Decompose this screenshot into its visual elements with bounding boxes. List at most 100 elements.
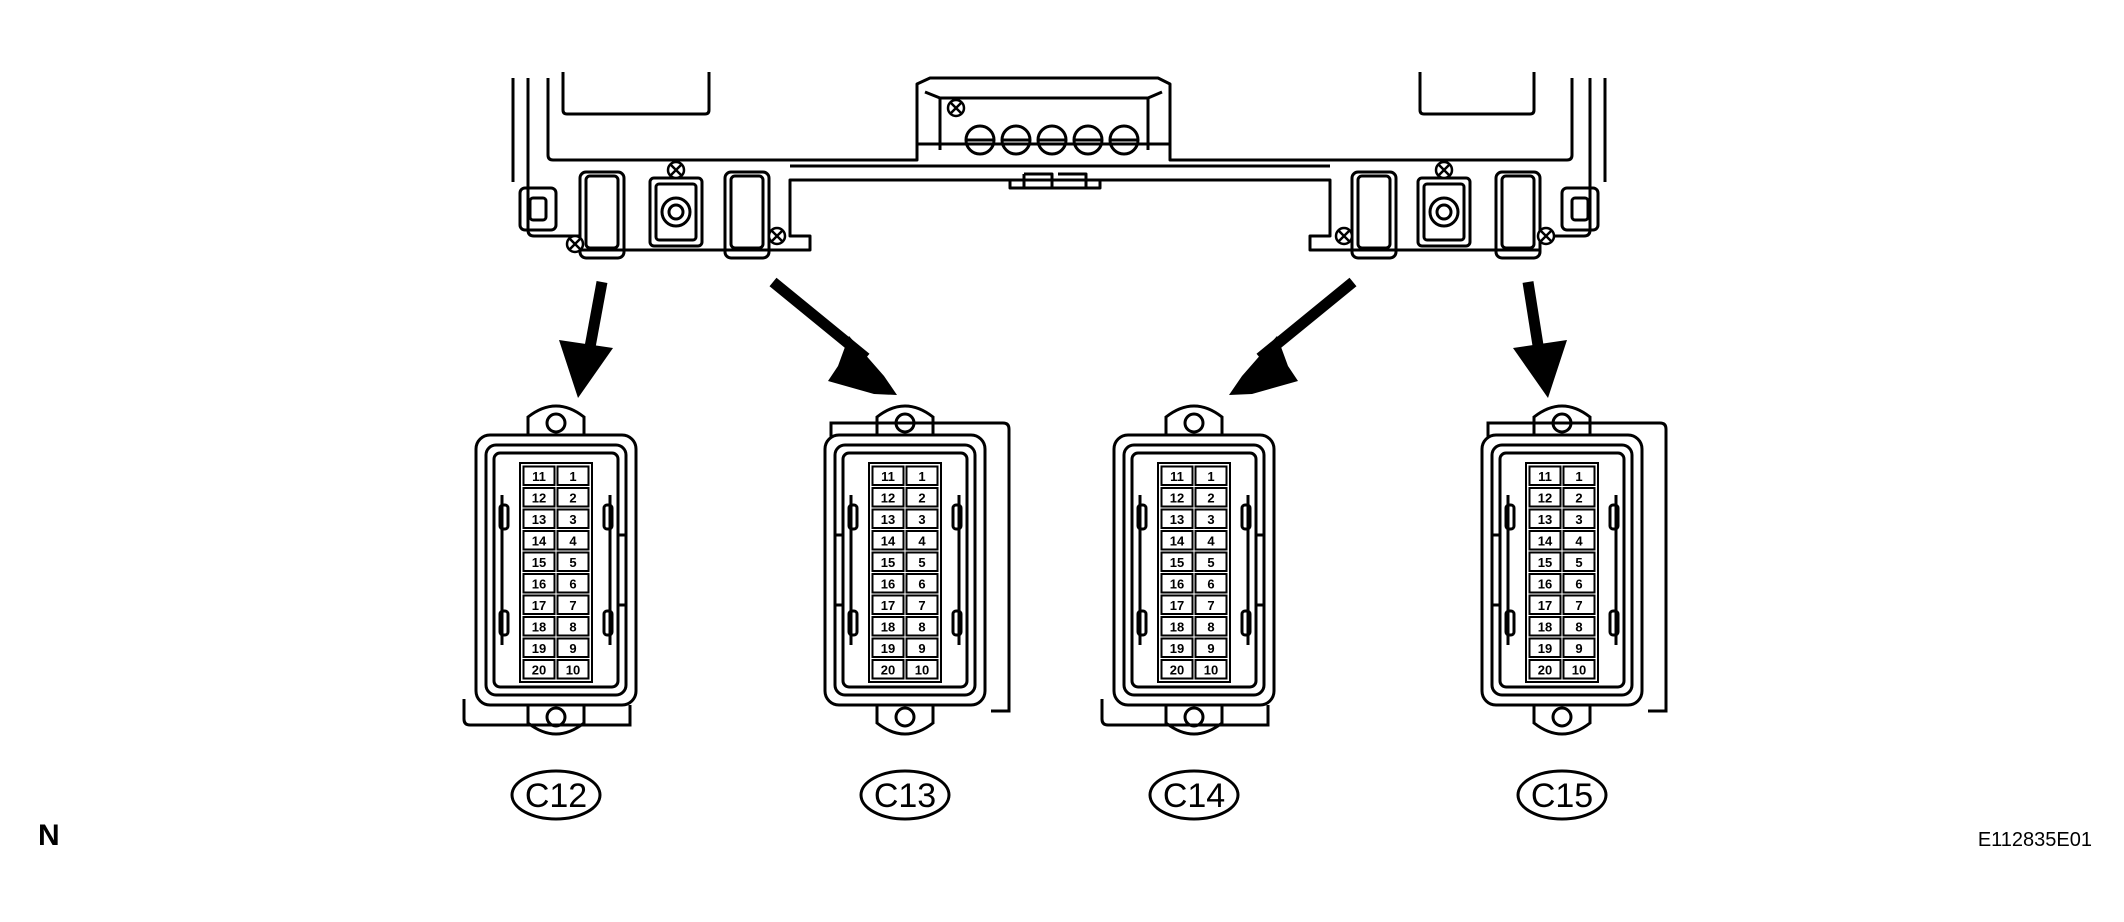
pin-number: 1: [1575, 469, 1582, 484]
screw-icon: [767, 226, 787, 246]
pin-number: 13: [532, 512, 546, 527]
pin-number: 16: [1538, 576, 1552, 591]
pin-number: 5: [569, 555, 576, 570]
pin-number: 16: [1170, 576, 1184, 591]
pin-number: 5: [1575, 555, 1582, 570]
pin-number: 10: [1204, 662, 1218, 677]
screw-icon: [666, 160, 686, 180]
pin-number: 4: [1575, 533, 1583, 548]
pin-number: 11: [881, 469, 895, 484]
pin-number: 19: [1538, 641, 1552, 656]
pin-number: 4: [569, 533, 577, 548]
pin-number: 3: [918, 512, 925, 527]
pin-number: 3: [1207, 512, 1214, 527]
pin-number: 1: [1207, 469, 1214, 484]
pin-number: 15: [1170, 555, 1184, 570]
pin-number: 19: [532, 641, 546, 656]
pin-number: 15: [881, 555, 895, 570]
pin-number: 20: [881, 662, 895, 677]
pin-number: 18: [1170, 619, 1184, 634]
screw-icon: [1434, 160, 1454, 180]
pin-number: 7: [569, 598, 576, 613]
pin-number: 8: [918, 619, 925, 634]
connector-label: C12: [510, 769, 602, 821]
pin-number: 7: [918, 598, 925, 613]
pin-number: 12: [532, 490, 546, 505]
screw-icon: [1536, 226, 1556, 246]
pin-number: 17: [1538, 598, 1552, 613]
figure-id: E112835E01: [1978, 829, 2092, 851]
pin-number: 16: [881, 576, 895, 591]
pin-number: 14: [1538, 533, 1553, 548]
pin-number: 11: [532, 469, 546, 484]
pin-number: 12: [881, 490, 895, 505]
pin-number: 14: [881, 533, 896, 548]
pin-number: 6: [1207, 576, 1214, 591]
screw-icons: [565, 98, 1556, 254]
pin-number: 2: [1575, 490, 1582, 505]
pin-number: 3: [1575, 512, 1582, 527]
pin-number: 20: [532, 662, 546, 677]
connector-label-text: C13: [874, 777, 936, 815]
pin-number: 17: [1170, 598, 1184, 613]
pin-number: 19: [881, 641, 895, 656]
pin-number: 5: [1207, 555, 1214, 570]
pin-number: 20: [1170, 662, 1184, 677]
pin-number: 9: [918, 641, 925, 656]
screw-icon: [946, 98, 966, 118]
pin-number: 17: [881, 598, 895, 613]
pin-number: 14: [1170, 533, 1185, 548]
connector-label: C13: [859, 769, 951, 821]
pin-number: 14: [532, 533, 547, 548]
pin-number: 7: [1575, 598, 1582, 613]
pin-number: 12: [1170, 490, 1184, 505]
pin-number: 18: [1538, 619, 1552, 634]
pin-number: 15: [1538, 555, 1552, 570]
arrow-icon: [769, 277, 897, 395]
pin-number: 11: [1170, 469, 1184, 484]
pin-number: 13: [1538, 512, 1552, 527]
arrow-icon: [1513, 281, 1567, 398]
ecu-housing: [511, 72, 1607, 260]
pin-number: 6: [918, 576, 925, 591]
pin-number: 13: [881, 512, 895, 527]
pin-number: 2: [918, 490, 925, 505]
pin-number: 8: [569, 619, 576, 634]
pin-number: 16: [532, 576, 546, 591]
connector-label-text: C15: [1531, 777, 1593, 815]
pin-number: 8: [1207, 619, 1214, 634]
pin-number: 1: [569, 469, 576, 484]
arrow-icon: [559, 281, 613, 398]
pin-number: 20: [1538, 662, 1552, 677]
pin-number: 18: [881, 619, 895, 634]
pin-number: 2: [1207, 490, 1214, 505]
pin-number: 7: [1207, 598, 1214, 613]
connector-label: C15: [1516, 769, 1608, 821]
connector-label-text: C14: [1163, 777, 1225, 815]
screw-icon: [565, 234, 585, 254]
pin-number: 9: [569, 641, 576, 656]
pin-number: 6: [569, 576, 576, 591]
connector-label: C14: [1148, 769, 1240, 821]
pin-number: 9: [1207, 641, 1214, 656]
pin-number: 3: [569, 512, 576, 527]
connector-label-text: C12: [525, 777, 587, 815]
pin-number: 13: [1170, 512, 1184, 527]
pin-number: 17: [532, 598, 546, 613]
pin-number: 8: [1575, 619, 1582, 634]
arrows: [559, 277, 1567, 398]
pin-number: 19: [1170, 641, 1184, 656]
pin-number: 9: [1575, 641, 1582, 656]
arrow-icon: [1229, 277, 1357, 395]
pin-number: 10: [566, 662, 580, 677]
pin-number: 12: [1538, 490, 1552, 505]
pin-number: 4: [918, 533, 926, 548]
pin-number: 10: [915, 662, 929, 677]
pin-number: 2: [569, 490, 576, 505]
pin-number: 1: [918, 469, 925, 484]
